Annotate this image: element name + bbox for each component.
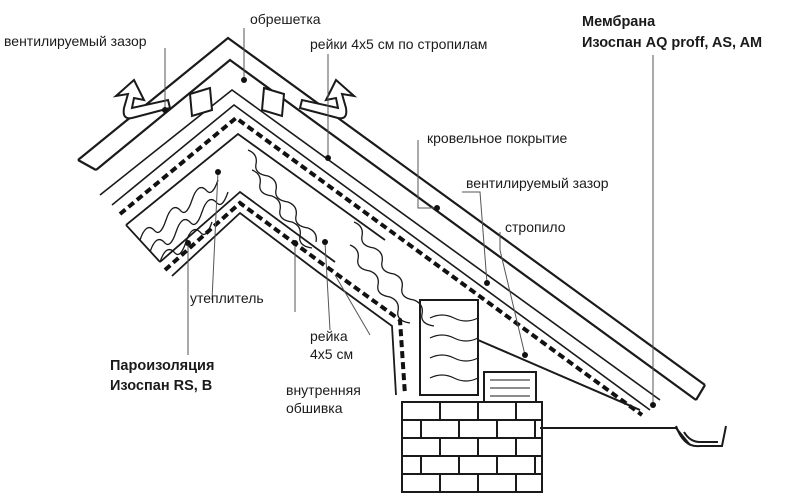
brick: [439, 473, 479, 493]
roof-covering: [77, 36, 706, 401]
brick: [401, 419, 422, 439]
label-batten-line2: 4х5 см: [310, 346, 354, 362]
brick: [515, 401, 543, 421]
leader-dots: [162, 77, 656, 408]
brick: [439, 401, 479, 421]
label-rafter: стропило: [505, 219, 566, 235]
brick: [420, 455, 460, 475]
label-ventilated-gap-top: вентилируемый зазор: [4, 33, 147, 49]
brick: [420, 419, 460, 439]
insulation-fill-right: [247, 149, 435, 327]
label-insulation: утеплитель: [190, 290, 264, 306]
vent-arrows: [112, 78, 358, 120]
rafter-post: [419, 299, 641, 411]
brick: [496, 455, 536, 475]
brick: [515, 473, 543, 493]
wall-plate: [483, 371, 537, 403]
brick: [401, 473, 441, 493]
leader-lines: [164, 28, 654, 405]
brick: [515, 437, 543, 457]
brick: [477, 437, 517, 457]
membrane-layer: [118, 115, 644, 417]
brick: [401, 401, 441, 421]
eave-gutter: [540, 425, 727, 448]
label-inner-lining-line2: обшивка: [286, 400, 343, 416]
brick: [458, 455, 498, 475]
label-membrane-title: Мембрана: [582, 14, 656, 30]
brick: [439, 437, 479, 457]
brick-wall: [401, 401, 543, 493]
label-membrane-brand: Изоспан AQ proff, AS, AM: [582, 35, 763, 51]
label-roof-covering: кровельное покрытие: [427, 130, 568, 146]
label-vapor-title: Пароизоляция: [110, 358, 215, 374]
label-batten-line1: рейка: [310, 328, 348, 344]
label-ventilated-gap-right: вентилируемый зазор: [466, 175, 609, 191]
brick: [458, 419, 498, 439]
brick: [477, 473, 517, 493]
label-battens: обрешетка: [250, 11, 321, 27]
brick: [477, 401, 517, 421]
brick: [496, 419, 536, 439]
brick: [534, 455, 543, 475]
label-vapor-brand: Изоспан RS, B: [110, 378, 213, 394]
label-counter-battens: рейки 4х5 см по стропилам: [310, 36, 488, 52]
label-inner-lining-line1: внутренняя: [286, 382, 361, 398]
batten-layer: [99, 88, 661, 411]
brick: [401, 455, 422, 475]
brick: [401, 437, 441, 457]
